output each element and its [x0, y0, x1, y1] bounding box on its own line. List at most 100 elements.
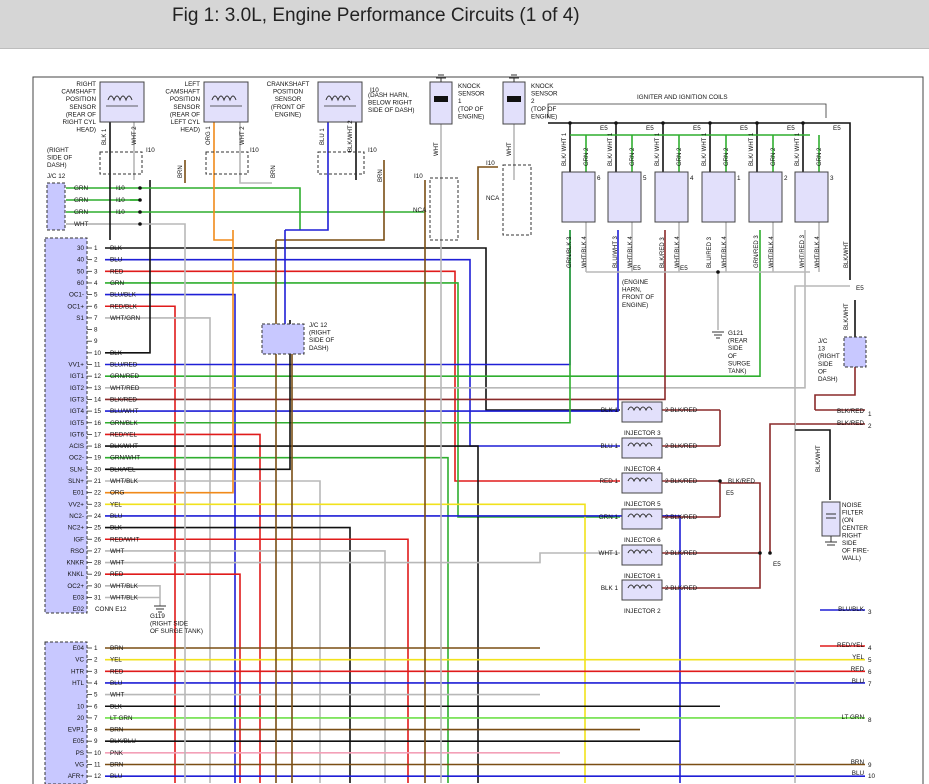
blkwht-label: BLK/WHT	[816, 445, 822, 472]
exit-number: 2	[868, 423, 872, 430]
pcm2-pin-number: 10	[94, 750, 102, 757]
knock-2-label: 2	[531, 98, 535, 105]
coil-pin-top: BLK/ WHT 1	[702, 132, 708, 166]
pcm2-wire-label: BRN	[110, 645, 124, 652]
pcm-terminal-label: SLN-	[70, 466, 84, 473]
e5-label: E5	[693, 125, 701, 132]
wire-row-6-redblk	[105, 305, 176, 783]
ignition-coil-5	[607, 171, 642, 223]
pcm-terminal-label: IGT1	[70, 373, 84, 380]
pcm-pin-number: 24	[94, 513, 102, 520]
brn-label: BRN	[178, 165, 184, 178]
wire-row-10-blk	[105, 180, 151, 354]
pcm2-pin-number: 9	[94, 738, 98, 745]
injector-1	[621, 401, 663, 423]
pcm-terminal-label: 60	[77, 280, 85, 287]
coil-number: 4	[690, 175, 694, 182]
jc13-label: 13	[818, 346, 826, 353]
e5-label: E5	[833, 125, 841, 132]
pcm2-pin-number: 2	[94, 657, 98, 664]
coil-number: 2	[784, 175, 788, 182]
left-cam-sensor-label: LEFT	[185, 81, 201, 88]
pcm-wire-label: WHT/BLK	[110, 583, 139, 590]
crank-sensor-label: SENSOR	[275, 96, 302, 103]
coil-pin-top2: GRN 2	[817, 147, 823, 166]
injector-name: INJECTOR 5	[624, 501, 661, 508]
pcm-pin-number: 27	[94, 548, 102, 555]
igniter-supply-blk	[548, 122, 851, 280]
jc12-wire-label: GRN	[74, 185, 88, 192]
pcm2-terminal-label: HTL	[72, 680, 84, 687]
pcm2-pin-number: 11	[94, 762, 101, 769]
pcm2-wire-label: BLK/BLU	[110, 738, 136, 745]
pcm-pin-number: 1	[94, 245, 98, 252]
brn-label: BRN	[378, 169, 384, 182]
splice-dot	[801, 121, 805, 125]
left-cam-sensor-label: (REAR OF	[170, 111, 200, 118]
diagram-border	[32, 76, 924, 784]
right-cam-sensor-label: HEAD)	[76, 127, 96, 134]
injector-4	[621, 508, 663, 530]
injector-2	[621, 437, 663, 459]
noise-filter-label: RIGHT	[842, 532, 862, 539]
pcm-terminal-label: IGT4	[70, 408, 84, 415]
injector-coil	[627, 513, 653, 519]
pcm2-wire-label: LT GRN	[110, 715, 133, 722]
pcm-terminal-label: OC1-	[69, 292, 84, 299]
coil-pin-bot: GRN/BLK 3	[567, 236, 573, 268]
injector-name: INJECTOR 2	[624, 608, 661, 615]
ground-symbol	[509, 74, 519, 82]
jc12-location-label: SIDE OF	[47, 155, 72, 162]
jc13-label: J/C	[818, 338, 828, 345]
coil-pin-top: BLK/ WHT 1	[795, 132, 801, 166]
right-cam-sensor-label: RIGHT	[76, 81, 96, 88]
crank-sensor-label: CRANKSHAFT	[267, 81, 310, 88]
injector-3	[621, 472, 663, 494]
coil-number: 5	[643, 175, 647, 182]
injector-out-label: 2 BLK/RED	[665, 550, 698, 557]
knock-1-label: (TOP OF	[458, 106, 483, 113]
pcm-pin-number: 14	[94, 396, 102, 403]
wire-row-25-blk	[105, 526, 351, 783]
pcm-terminal-label: IGT6	[70, 431, 84, 438]
wire-row-7-whtgrn	[105, 317, 211, 783]
wire-row-24-blu	[105, 515, 681, 783]
jc12-label: J/C 12	[47, 173, 66, 180]
crankshaft-sensor	[317, 81, 363, 123]
knock-1-label: SENSOR	[458, 91, 485, 98]
g121-label: OF	[728, 353, 737, 360]
igniter-bracket	[547, 103, 827, 118]
lc-shield	[205, 151, 249, 175]
e5-label: E5	[633, 265, 641, 272]
pcm-pin-number: 16	[94, 420, 102, 427]
exit-number: 5	[868, 657, 872, 664]
pcm-wire-label: WHT	[110, 560, 124, 567]
coil-pin-bot2: WHT/BLK 4	[582, 236, 588, 268]
knock1-shield	[429, 177, 459, 241]
injector-coil	[627, 442, 653, 448]
pcm2-wire-label: BRN	[110, 727, 124, 734]
exit-wire-label: BLU/BLK	[838, 606, 865, 613]
ignition-coil-1	[701, 171, 736, 223]
injector-coil	[627, 584, 653, 590]
inj-bus-d	[720, 552, 761, 589]
igniter-title: IGNITER AND IGNITION COILS	[637, 94, 728, 101]
coil-pin-top: BLK/ WHT 1	[562, 132, 568, 166]
pcm-terminal-label: SLN+	[68, 478, 84, 485]
pcm-wire-label: BLU/WHT	[110, 408, 138, 415]
g121-label: (REAR	[728, 338, 748, 345]
splice-dot	[138, 186, 142, 190]
injector-name: INJECTOR 1	[624, 573, 661, 580]
coil-number: 6	[597, 175, 601, 182]
pcm-wire-label: RED/BLK	[110, 303, 138, 310]
left-cam-sensor-label: CAMSHAFT	[165, 89, 200, 96]
noise-filter-label: CENTER	[842, 525, 868, 532]
pcm-connector-e12	[44, 237, 88, 614]
coil-pin-bot2: WHT/BLK 4	[815, 236, 821, 268]
pcm2-pin-number: 3	[94, 668, 98, 675]
g119-label: (RIGHT SIDE	[150, 621, 188, 628]
jc12-wire-label: GRN	[74, 197, 88, 204]
splice-dot	[138, 210, 142, 214]
